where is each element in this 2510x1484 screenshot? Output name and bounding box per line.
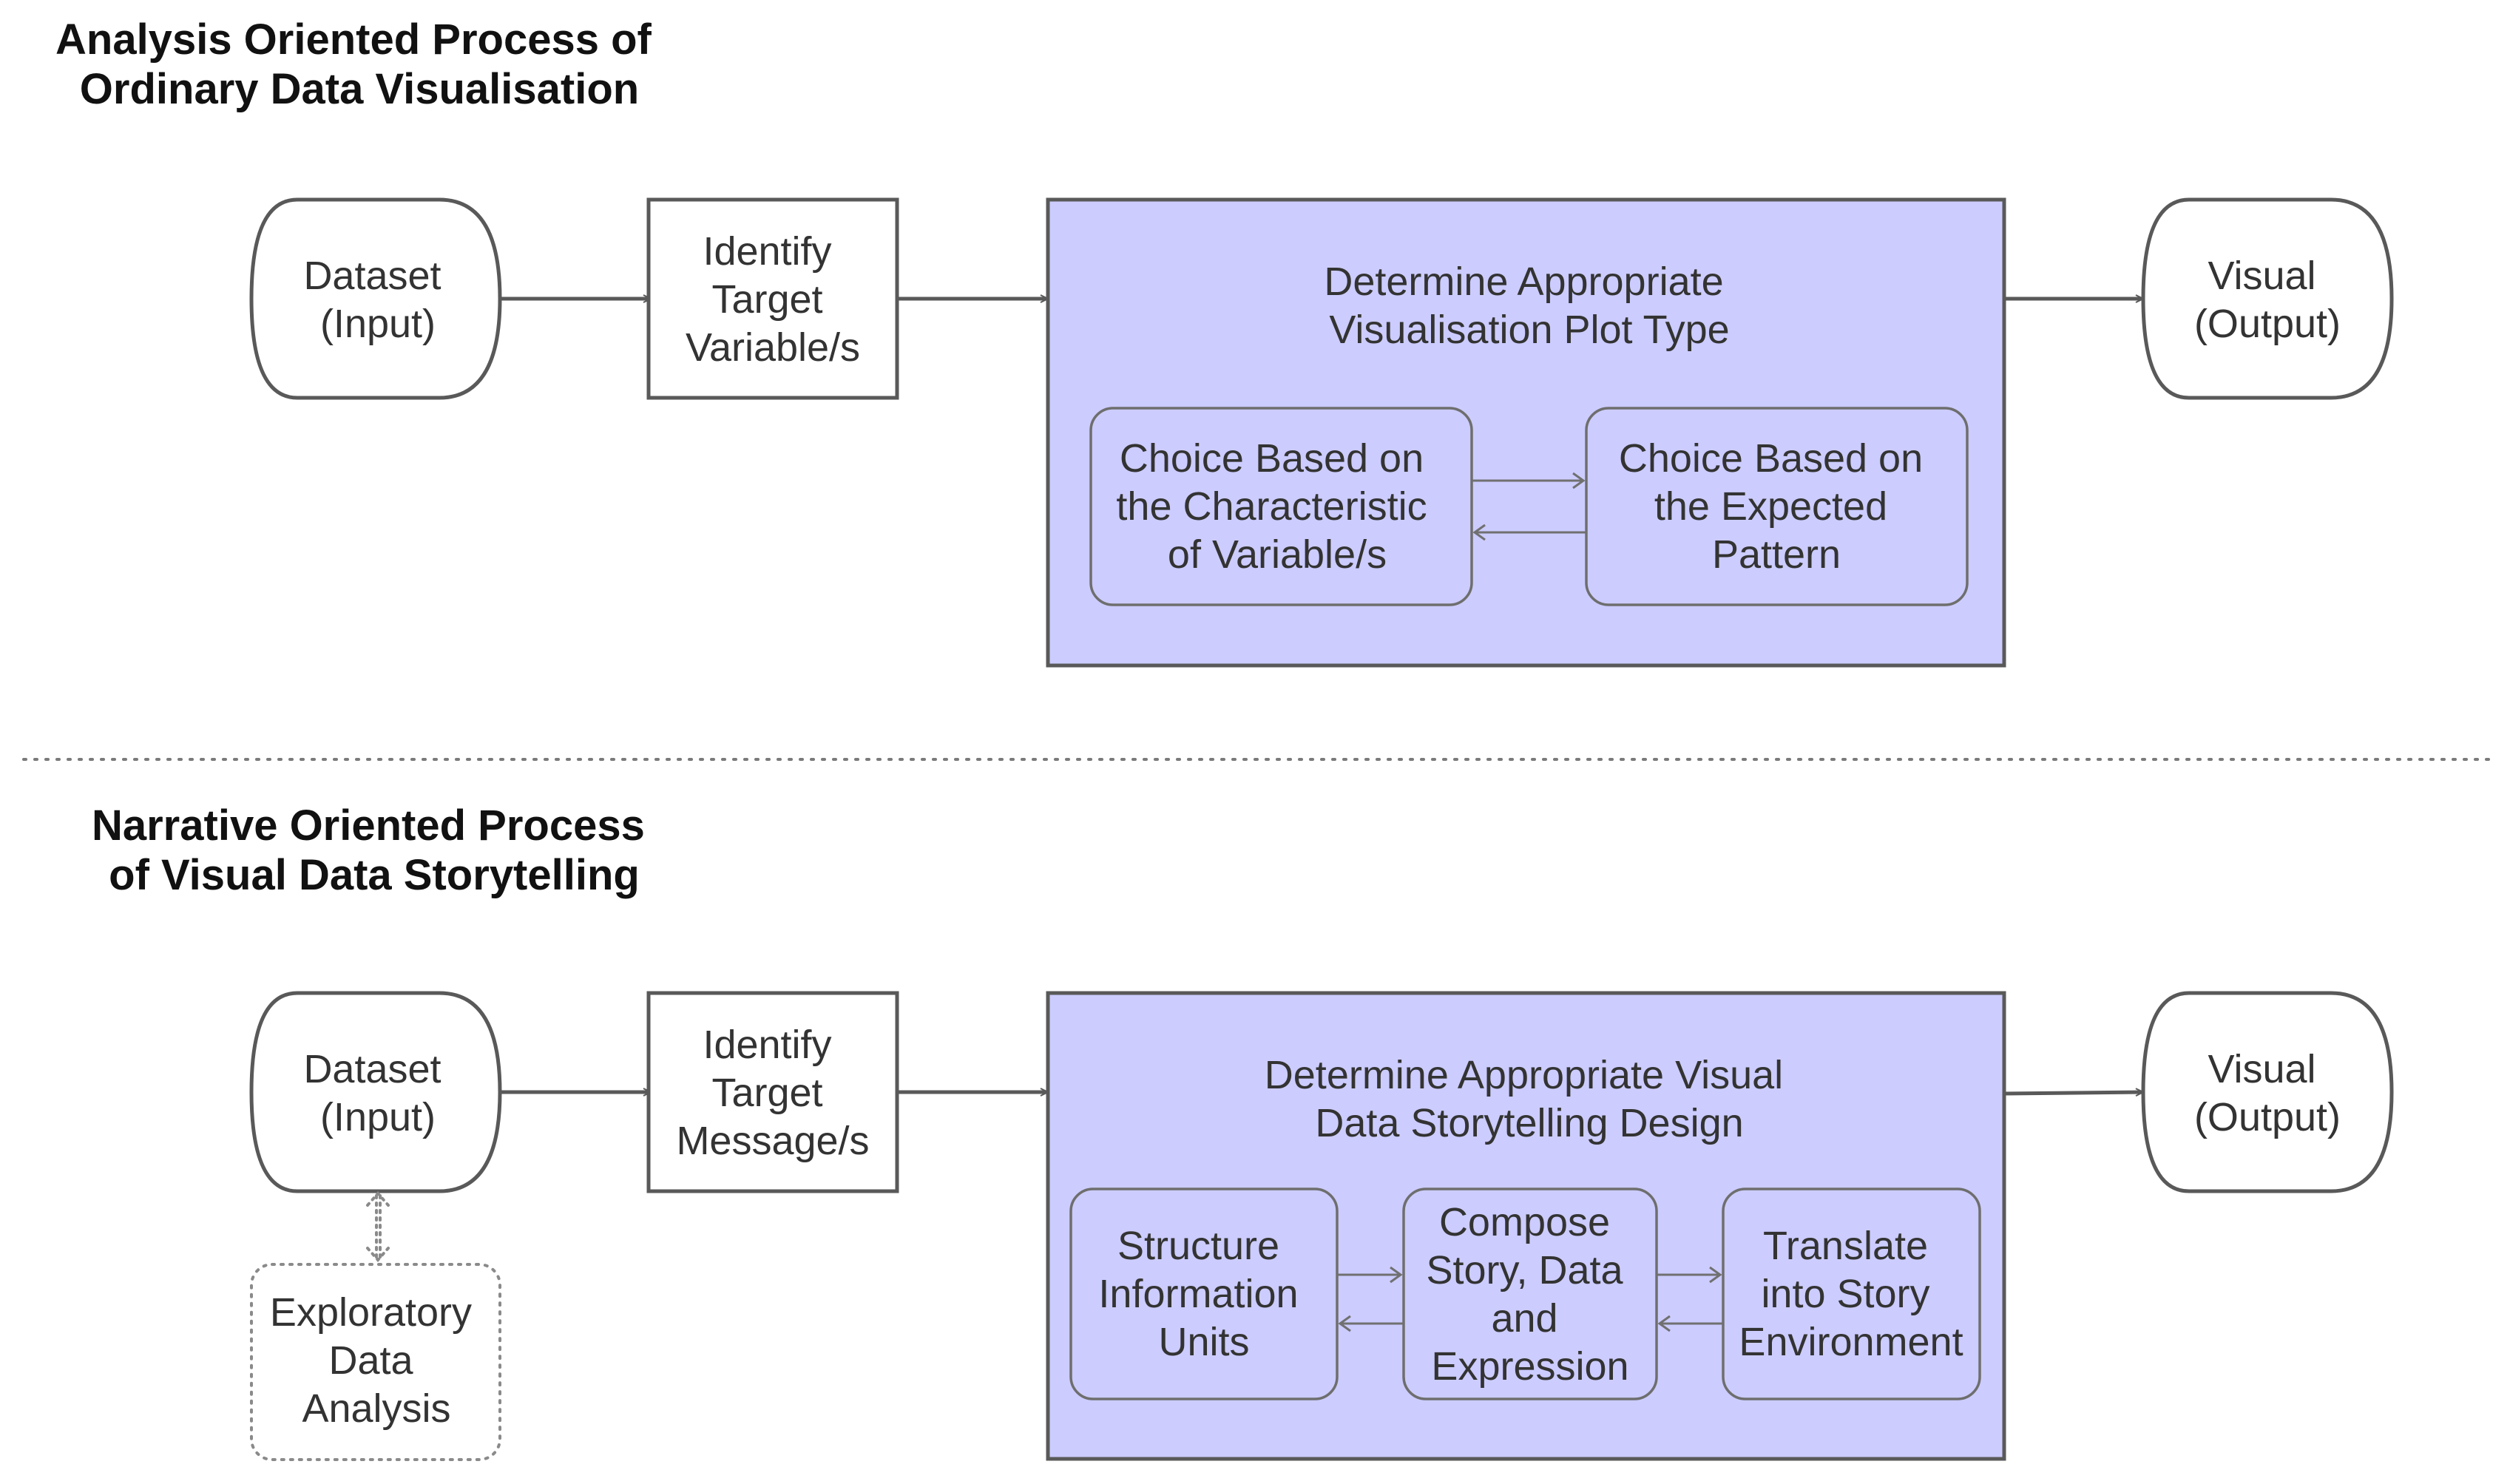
arrow-compose-to-translate [1657, 1266, 1722, 1284]
svg-text:Dataset (Input): Dataset (Input) [303, 1047, 452, 1139]
section-narrative-process: Narrative Oriented Process of Visual Dat… [92, 802, 2394, 1461]
arrow-translate-to-compose [1657, 1315, 1723, 1332]
svg-text:Exploratory Data: Exploratory Data Analysis [270, 1290, 483, 1431]
arrow-storytelling-design-to-visual [2003, 1092, 2143, 1094]
svg-text:Structure Informatio: Structure Information Units [1098, 1224, 1309, 1364]
structure-information-units-box: Structure Information Units [1069, 1187, 1339, 1400]
storytelling-design-panel: Determine Appropriate Visual Data Storyt… [1046, 991, 2006, 1461]
svg-text:Translate into Story: Translate into Story Environment [1739, 1224, 1963, 1364]
translate-story-environment-box: Translate into Story Environment [1722, 1187, 1981, 1400]
storytelling-design-panel-title: Determine Appropriate Visual Data Storyt… [1265, 1053, 1794, 1145]
svg-text:Choice Based on the: Choice Based on the Characteristic of Va… [1116, 436, 1438, 577]
svg-text:Visual (Output): Visual (Output) [2194, 254, 2341, 346]
identify-target-variables-node: Identify Target Variable/s [646, 197, 899, 400]
svg-text:Identify Target: Identify Target Message/s [676, 1023, 869, 1163]
compose-story-box: Compose Story, Data and Expression [1402, 1187, 1658, 1400]
arrow-characteristic-to-pattern [1472, 472, 1586, 489]
svg-text:Identify Target: Identify Target Variable/s [686, 229, 860, 370]
arrow-pattern-to-characteristic [1472, 524, 1586, 541]
section2-title: Narrative Oriented Process of Visual Dat… [92, 802, 657, 899]
choice-characteristic-box: Choice Based on the Characteristic of Va… [1089, 407, 1473, 606]
section1-title: Analysis Oriented Process of Ordinary Da… [55, 16, 663, 113]
visual-output-node-2: Visual (Output) [2141, 991, 2394, 1193]
dataset-input-node: Dataset (Input) [249, 197, 502, 400]
exploratory-data-analysis-node: Exploratory Data Analysis [250, 1263, 501, 1461]
plot-type-panel-title: Determine Appropriate Visualisation Plot… [1324, 260, 1734, 352]
svg-text:Compose Story, Data: Compose Story, Data and Expression [1426, 1200, 1634, 1389]
visual-output-node: Visual (Output) [2141, 197, 2394, 400]
plot-type-panel: Determine Appropriate Visualisation Plot… [1046, 197, 2006, 668]
arrow-compose-to-structure [1338, 1315, 1404, 1332]
identify-target-message-node: Identify Target Message/s [646, 991, 899, 1193]
dataset-eda-link [366, 1190, 390, 1263]
arrow-structure-to-compose [1337, 1266, 1403, 1284]
dataset-input-node-2: Dataset (Input) [249, 991, 502, 1193]
svg-text:Visual (Output): Visual (Output) [2194, 1047, 2341, 1139]
svg-text:Dataset (Input): Dataset (Input) [303, 254, 452, 346]
choice-pattern-box: Choice Based on the Expected Pattern [1585, 407, 1969, 606]
section-analysis-process: Analysis Oriented Process of Ordinary Da… [55, 16, 2394, 668]
svg-text:Choice Based on the: Choice Based on the Expected Pattern [1619, 436, 1934, 577]
